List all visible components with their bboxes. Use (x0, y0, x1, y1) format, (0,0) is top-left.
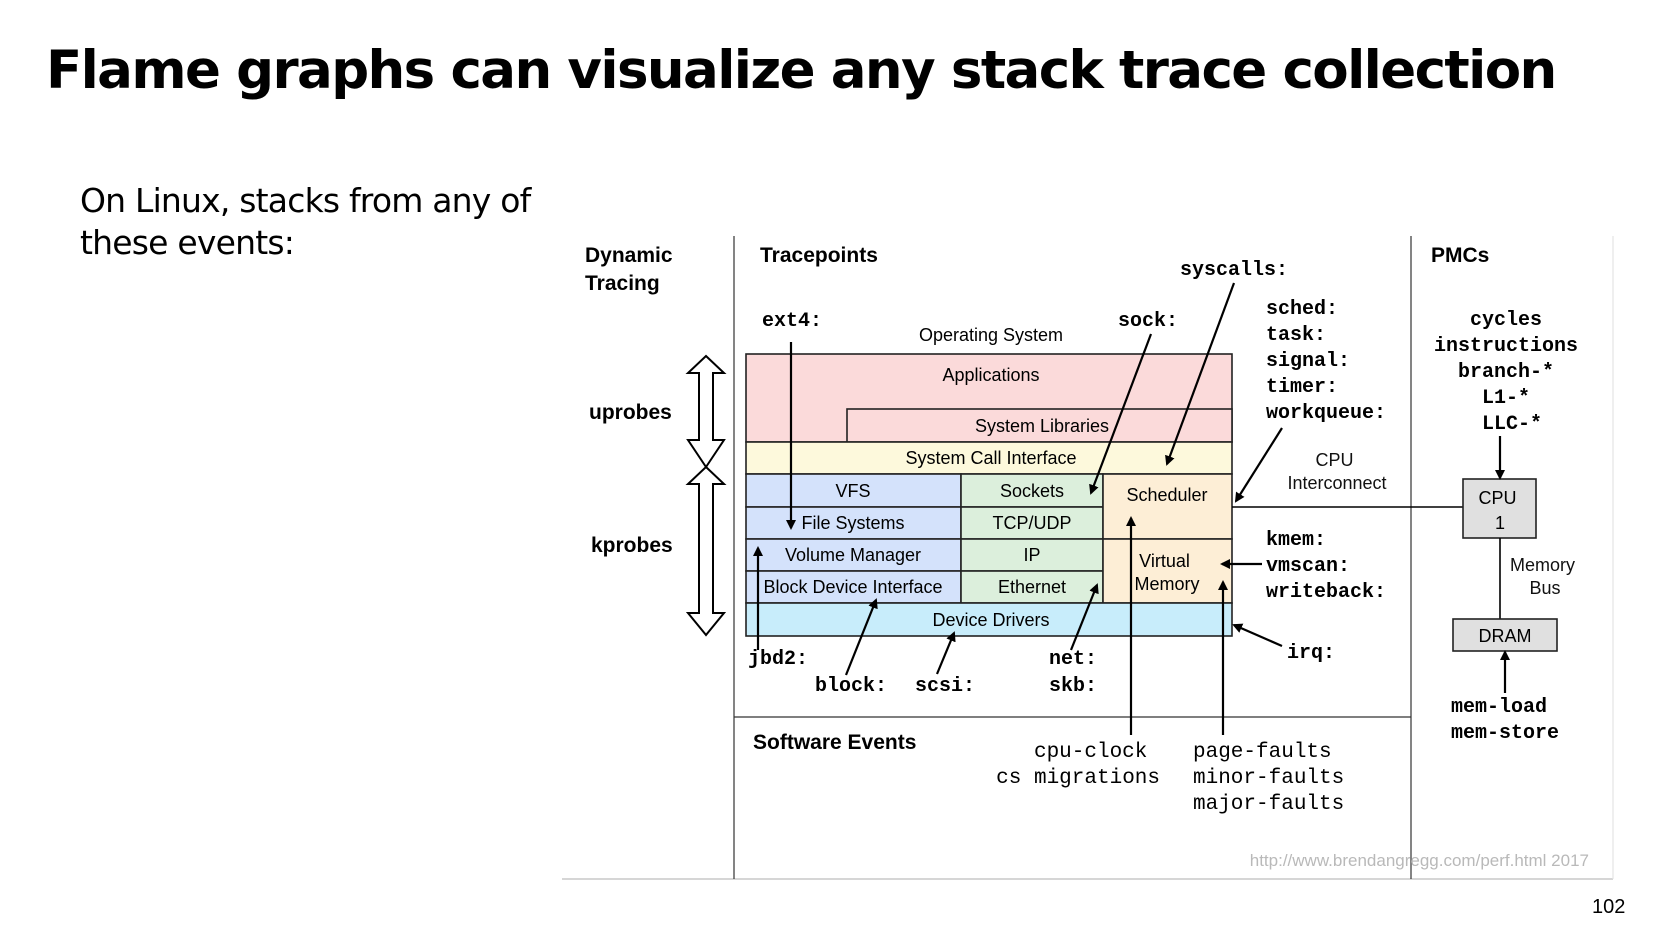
label-memory-bus: Memory Bus (1510, 555, 1580, 598)
cpu-box-label: CPU 1 (1478, 488, 1521, 533)
layer-label: System Call Interface (905, 448, 1076, 468)
cpu-box (1462, 478, 1537, 539)
layer-label: Scheduler (1126, 485, 1207, 505)
label-uprobes: uprobes (589, 401, 672, 424)
tracepoint-scsi: scsi: (915, 675, 975, 698)
arrow-sock (1089, 333, 1153, 495)
tracepoint-irq: irq: (1287, 642, 1335, 665)
arrow-irq (1232, 623, 1283, 648)
diagram-frame (562, 236, 1614, 880)
diagram-credit: http://www.brendangregg.com/perf.html 20… (1250, 851, 1589, 870)
section-software-events: Software Events (753, 731, 916, 754)
tracepoint-net-group: net: skb: (1049, 648, 1109, 698)
layer-volume-manager (745, 538, 962, 572)
tracepoint-mem-group: kmem: vmscan: writeback: (1266, 529, 1386, 604)
layer-label: Ethernet (998, 577, 1066, 597)
layer-scheduler (1102, 473, 1233, 540)
os-stack: Applications System Libraries System Cal… (745, 353, 1233, 637)
label-operating-system: Operating System (919, 325, 1063, 345)
tracepoint-sock: sock: (1118, 310, 1178, 333)
layer-label: TCP/UDP (992, 513, 1071, 533)
layer-virtual-memory (1102, 538, 1233, 604)
layer-block-device-interface (745, 570, 962, 604)
layer-label: VFS (835, 481, 870, 501)
software-events-faults: page-faults minor-faults major-faults (1193, 741, 1357, 816)
label-cpu-interconnect: CPU Interconnect (1287, 450, 1386, 493)
layer-label: Device Drivers (932, 610, 1049, 630)
pmc-events: cycles instructions branch-* L1-* LLC-* (1434, 309, 1590, 436)
layer-label: File Systems (801, 513, 904, 533)
uprobes-double-arrow-icon (685, 354, 727, 469)
tracepoint-sched-group: sched: task: signal: timer: workqueue: (1266, 298, 1386, 425)
layer-label: Block Device Interface (763, 577, 942, 597)
layer-ethernet (960, 570, 1104, 604)
layer-device-drivers (745, 602, 1233, 637)
slide-title: Flame graphs can visualize any stack tra… (46, 40, 1557, 101)
layer-system-call-interface (745, 441, 1233, 475)
body-line: these events: (80, 223, 295, 262)
tracepoint-block: block: (815, 675, 887, 698)
arrow-syscalls (1165, 282, 1236, 466)
tracepoint-jbd2: jbd2: (748, 648, 808, 671)
label-kprobes: kprobes (591, 534, 673, 557)
section-tracepoints: Tracepoints (760, 244, 878, 267)
layer-label: Virtual Memory (1134, 551, 1199, 594)
tracepoint-ext4: ext4: (762, 310, 822, 333)
body-line: On Linux, stacks from any of (80, 181, 531, 220)
arrow-workqueue (1234, 427, 1283, 503)
kprobes-double-arrow-icon (685, 465, 727, 637)
layer-sockets (960, 473, 1104, 508)
arrow-scsi (935, 631, 956, 675)
layer-system-libraries (846, 408, 1233, 443)
dram-box-label: DRAM (1479, 626, 1532, 646)
software-events-cpu: cpu-clock cs migrations (996, 741, 1160, 790)
layer-ip (960, 538, 1104, 572)
section-dynamic-tracing: Dynamic Tracing (585, 244, 678, 295)
slide-body-text: On Linux, stacks from any of these event… (80, 180, 580, 264)
layer-label: System Libraries (975, 416, 1109, 436)
pmc-mem-events: mem-load mem-store (1451, 696, 1559, 745)
layer-label: Applications (942, 365, 1039, 385)
page-number: 102 (1592, 896, 1626, 918)
arrow-net (1069, 583, 1099, 651)
layer-label: Sockets (1000, 481, 1064, 501)
layer-label: Volume Manager (785, 545, 921, 565)
layer-label: IP (1023, 545, 1040, 565)
tracepoint-syscalls: syscalls: (1180, 259, 1288, 282)
arrows (753, 282, 1510, 735)
arrow-block (844, 598, 878, 676)
dram-box (1452, 618, 1558, 652)
section-pmcs: PMCs (1431, 244, 1489, 267)
